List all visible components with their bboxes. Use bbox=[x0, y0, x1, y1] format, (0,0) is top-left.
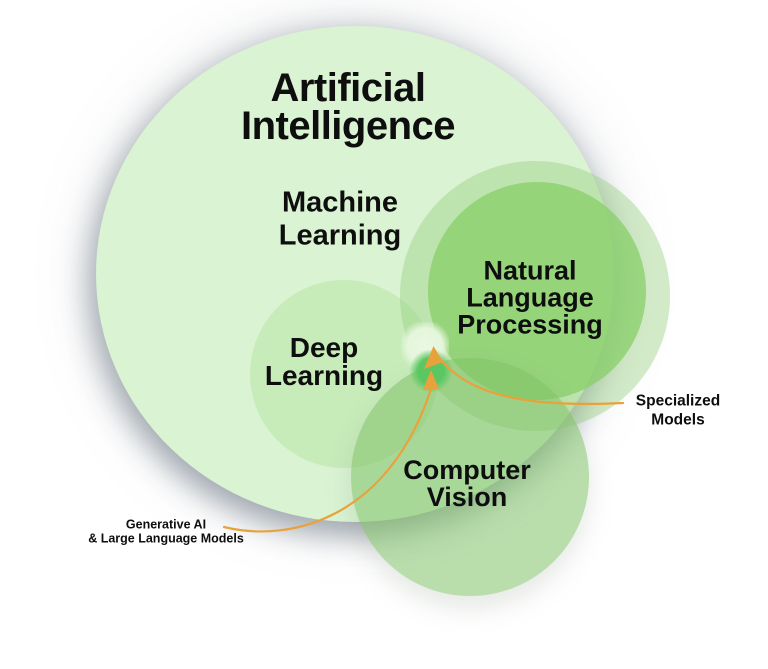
artificial-intelligence-title: Artificial Intelligence bbox=[240, 66, 456, 148]
specialized-models-arrowhead bbox=[424, 346, 443, 369]
generative-ai-arrow-line bbox=[222, 387, 433, 533]
deep-learning-label: Deep Learning bbox=[264, 332, 384, 391]
specialized-models-arrow-line bbox=[436, 354, 625, 406]
generative-ai-annotation: Generative AI & Large Language Models bbox=[88, 517, 244, 545]
computer-vision-label: Computer Vision bbox=[403, 455, 531, 512]
generative-ai-arrowhead bbox=[423, 370, 439, 390]
specialized-models-annotation: Specialized Models bbox=[635, 392, 721, 429]
natural-language-processing-label: Natural Language Processing bbox=[457, 255, 603, 340]
machine-learning-label: Machine Learning bbox=[278, 186, 402, 252]
computer-vision-circle bbox=[351, 358, 589, 596]
